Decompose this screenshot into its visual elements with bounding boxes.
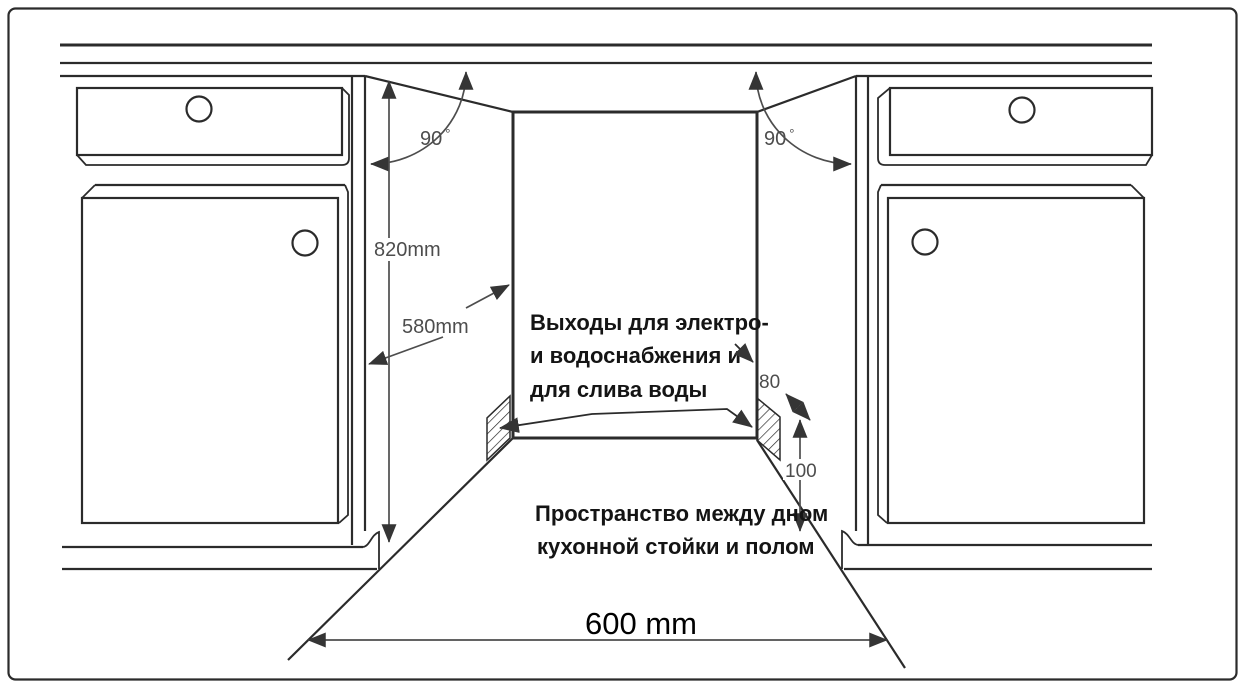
niche-top-right-edge [756, 74, 857, 114]
outlets-leader-right [734, 343, 754, 363]
note-floor-gap: Пространство между дном кухонной стойки … [535, 501, 828, 559]
dim-height-820: 820mm [370, 80, 441, 543]
recess-depth-label: 80 [759, 372, 780, 393]
outlets-leader-bottom [499, 408, 753, 434]
angle-left-label: 90° [420, 126, 450, 150]
dim-angle-left: 90° [370, 71, 474, 172]
niche-back-panel [511, 110, 759, 440]
height-label: 820mm [374, 239, 441, 261]
depth-label: 580mm [402, 316, 469, 338]
note-outlets: Выходы для электро- и водоснабжения и дл… [499, 310, 769, 434]
right-door [877, 183, 1146, 525]
niche-top-left-edge [364, 74, 514, 114]
left-drawer-knob [185, 95, 213, 123]
right-plinth [841, 529, 1152, 571]
right-cabinet [841, 76, 1154, 571]
hatch-left-recess [486, 394, 511, 462]
diagram-border [7, 7, 1238, 681]
outlets-text-line3: для слива воды [530, 377, 707, 402]
niche-opening [287, 74, 906, 669]
left-door [80, 183, 349, 525]
right-drawer-knob [1008, 96, 1036, 124]
left-drawer [75, 86, 350, 166]
dim-depth-580: 580mm [368, 284, 510, 365]
angle-right-label: 90° [764, 126, 794, 150]
hatch-right-recess [756, 396, 781, 462]
outlets-text-line1: Выходы для электро- [530, 310, 769, 335]
floor-gap-text-line1: Пространство между дном [535, 501, 828, 526]
right-door-knob [911, 228, 939, 256]
dim-width-600: 600 mm [307, 606, 888, 648]
left-cabinet [62, 76, 380, 571]
floor-edge-left [287, 437, 514, 661]
dim-angle-right: 90° [748, 71, 852, 172]
outlets-text-line2: и водоснабжения и [530, 343, 741, 368]
right-drawer [877, 86, 1154, 166]
dim-recess-80: 80 [759, 372, 811, 421]
countertop [60, 43, 1152, 78]
left-plinth [62, 530, 380, 571]
width-label: 600 mm [585, 606, 697, 641]
floor-edge-right [756, 439, 906, 669]
floor-gap-text-line2: кухонной стойки и полом [537, 534, 815, 559]
dim-recess-100: 100 [783, 419, 823, 532]
recess-height-label: 100 [785, 461, 817, 482]
left-door-knob [291, 229, 319, 257]
